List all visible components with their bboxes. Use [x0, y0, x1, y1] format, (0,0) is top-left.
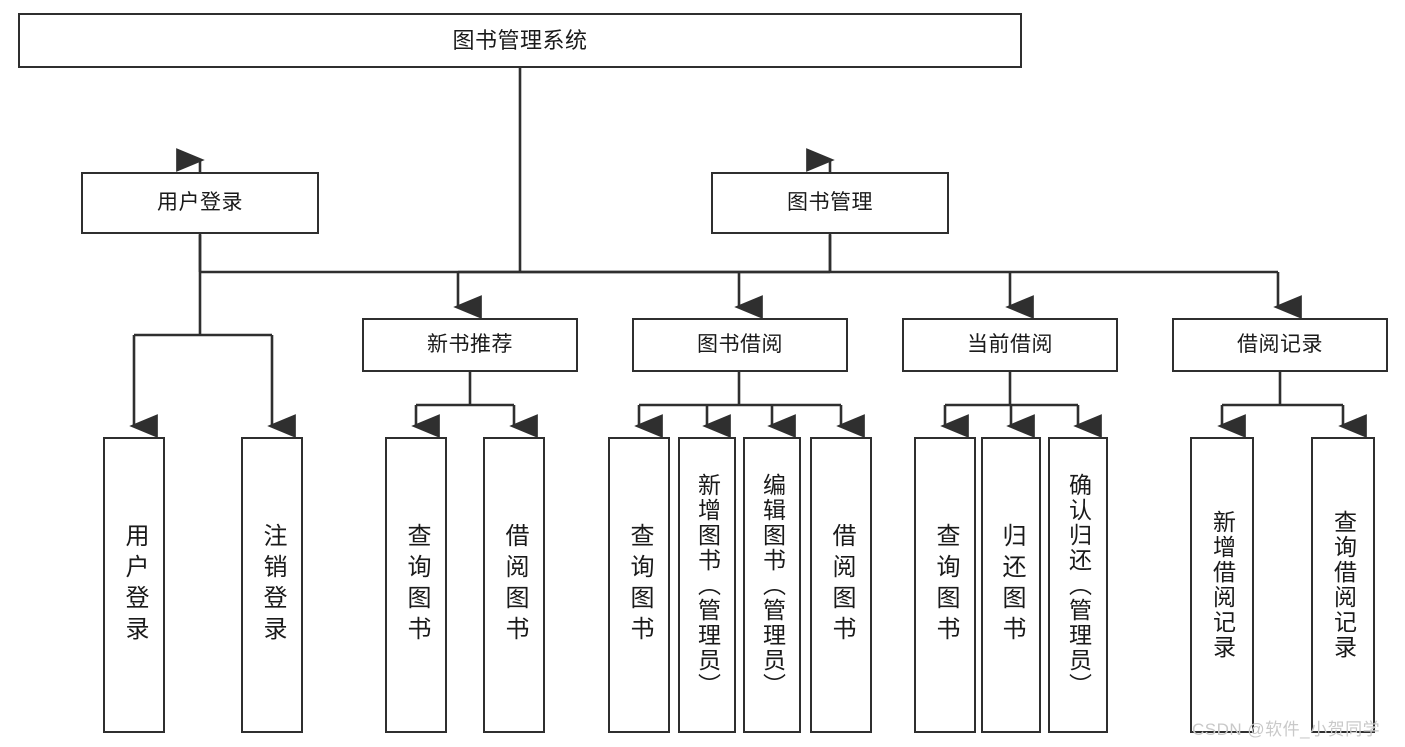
node-label: 查询图书	[403, 523, 430, 647]
node-leaf-return-book[interactable]: 归还图书	[981, 437, 1041, 733]
node-current-borrowing[interactable]: 当前借阅	[902, 318, 1118, 372]
node-label: 确认归还（管理员）	[1065, 472, 1092, 698]
node-label: 当前借阅	[967, 332, 1053, 356]
node-book-management[interactable]: 图书管理	[711, 172, 949, 234]
node-book-borrowing[interactable]: 图书借阅	[632, 318, 848, 372]
node-leaf-logout[interactable]: 注销登录	[241, 437, 303, 733]
node-leaf-query-book-recommend[interactable]: 查询图书	[385, 437, 447, 733]
node-label: 图书管理系统	[452, 27, 588, 53]
node-leaf-user-login[interactable]: 用户登录	[103, 437, 165, 733]
node-label: 编辑图书（管理员）	[759, 472, 786, 698]
node-leaf-borrow-book[interactable]: 借阅图书	[810, 437, 872, 733]
node-root-book-management-system[interactable]: 图书管理系统	[18, 13, 1022, 68]
csdn-watermark: CSDN @软件_小贺同学	[1192, 720, 1381, 739]
node-leaf-add-borrow-record[interactable]: 新增借阅记录	[1190, 437, 1254, 733]
node-label: 查询借阅记录	[1330, 510, 1357, 660]
node-leaf-edit-book-admin[interactable]: 编辑图书（管理员）	[743, 437, 801, 733]
node-label: 借阅记录	[1237, 332, 1323, 356]
node-user-login[interactable]: 用户登录	[81, 172, 319, 234]
node-label: 新书推荐	[427, 332, 513, 356]
node-label: 查询图书	[932, 523, 959, 647]
node-label: 图书借阅	[697, 332, 783, 356]
node-label: 归还图书	[998, 523, 1025, 647]
node-borrowing-records[interactable]: 借阅记录	[1172, 318, 1388, 372]
node-label: 查询图书	[626, 523, 653, 647]
node-label: 新增图书（管理员）	[694, 472, 721, 698]
node-leaf-borrow-book-recommend[interactable]: 借阅图书	[483, 437, 545, 733]
node-label: 借阅图书	[828, 523, 855, 647]
node-label: 用户登录	[157, 190, 243, 214]
node-leaf-add-book-admin[interactable]: 新增图书（管理员）	[678, 437, 736, 733]
node-new-book-recommendation[interactable]: 新书推荐	[362, 318, 578, 372]
node-leaf-confirm-return-admin[interactable]: 确认归还（管理员）	[1048, 437, 1108, 733]
node-label: 用户登录	[121, 523, 148, 647]
node-label: 注销登录	[259, 523, 286, 647]
node-label: 新增借阅记录	[1209, 510, 1236, 660]
node-leaf-query-book-current[interactable]: 查询图书	[914, 437, 976, 733]
node-leaf-query-borrow-record[interactable]: 查询借阅记录	[1311, 437, 1375, 733]
node-leaf-query-book-borrow[interactable]: 查询图书	[608, 437, 670, 733]
node-label: 借阅图书	[501, 523, 528, 647]
node-label: 图书管理	[787, 190, 873, 214]
